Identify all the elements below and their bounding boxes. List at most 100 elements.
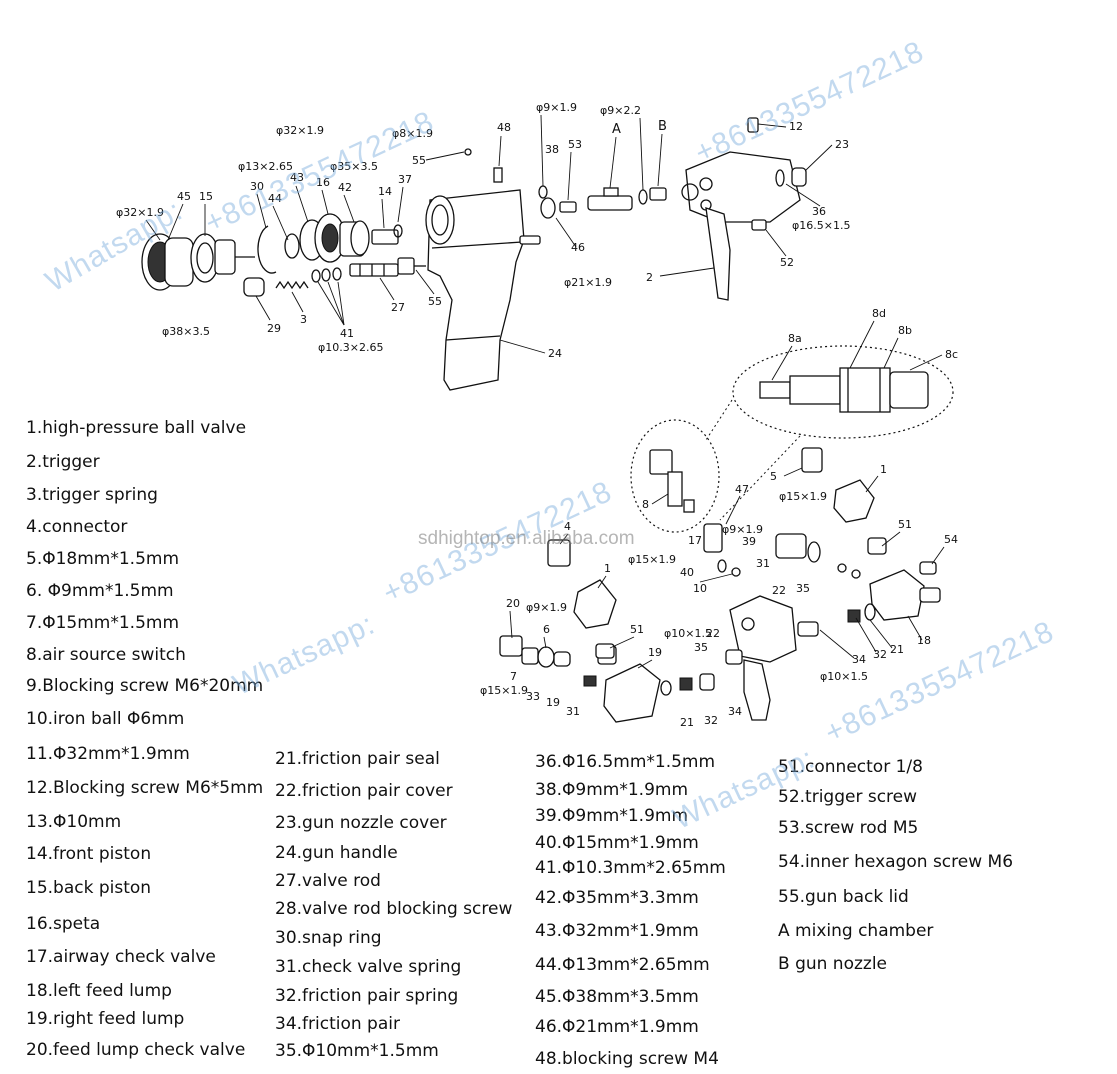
svg-text:20: 20 [506, 597, 520, 610]
svg-text:φ10.3×2.65: φ10.3×2.65 [318, 341, 383, 354]
legend-item: 54.inner hexagon screw M6 [778, 852, 1014, 872]
svg-text:φ9×1.9: φ9×1.9 [526, 601, 567, 614]
bottom-exploded-view [499, 419, 941, 723]
svg-text:29: 29 [267, 322, 281, 335]
svg-text:39: 39 [742, 535, 756, 548]
legend-column-1: 1.high-pressure ball valve 2.trigger 3.t… [26, 418, 276, 1068]
watermark-site: sdhightop.en.alibaba.com [418, 528, 635, 549]
svg-text:φ32×1.9: φ32×1.9 [116, 206, 164, 219]
svg-text:8b: 8b [898, 324, 912, 337]
svg-text:51: 51 [630, 623, 644, 636]
svg-text:14: 14 [378, 185, 392, 198]
svg-text:φ15×1.9: φ15×1.9 [480, 684, 528, 697]
legend-item: 13.Φ10mm [26, 812, 122, 832]
svg-text:53: 53 [568, 138, 582, 151]
legend-item: 51.connector 1/8 [778, 757, 923, 777]
svg-text:7: 7 [510, 670, 517, 683]
bottom-callouts: 5 1 φ15×1.9 51 54 8 47 4 φ9×1.9 17 39 φ1… [480, 463, 958, 729]
svg-text:8a: 8a [788, 332, 802, 345]
svg-text:18: 18 [917, 634, 931, 647]
svg-text:19: 19 [546, 696, 560, 709]
svg-text:B: B [658, 119, 667, 134]
legend-item: 52.trigger screw [778, 787, 918, 807]
svg-text:12: 12 [789, 120, 803, 133]
svg-text:5: 5 [770, 470, 777, 483]
svg-text:33: 33 [526, 690, 540, 703]
svg-text:3: 3 [300, 313, 307, 326]
legend-item: 30.snap ring [275, 928, 382, 948]
legend-item: 11.Φ32mm*1.9mm [26, 744, 190, 764]
svg-text:35: 35 [694, 641, 708, 654]
svg-text:22: 22 [706, 627, 720, 640]
svg-text:2: 2 [646, 271, 653, 284]
svg-text:φ35×3.5: φ35×3.5 [330, 160, 378, 173]
svg-text:37: 37 [398, 173, 412, 186]
legend-item: 6. Φ9mm*1.5mm [26, 581, 174, 601]
top-leader-lines [145, 114, 833, 354]
legend-item: 34.friction pair [275, 1014, 400, 1034]
legend-item: 3.trigger spring [26, 485, 158, 505]
svg-text:φ9×2.2: φ9×2.2 [600, 104, 641, 117]
svg-text:21: 21 [680, 716, 694, 729]
legend-item: 44.Φ13mm*2.65mm [535, 955, 710, 975]
legend-item: 45.Φ38mm*3.5mm [535, 987, 699, 1007]
legend-column-3: 36.Φ16.5mm*1.5mm 38.Φ9mm*1.9mm 39.Φ9mm*1… [535, 752, 770, 1072]
legend-item: 39.Φ9mm*1.9mm [535, 806, 689, 826]
svg-text:45: 45 [177, 190, 191, 203]
svg-text:φ38×3.5: φ38×3.5 [162, 325, 210, 338]
svg-text:16: 16 [316, 176, 330, 189]
legend-item: 2.trigger [26, 452, 100, 472]
svg-text:φ10×1.5: φ10×1.5 [664, 627, 712, 640]
svg-text:52: 52 [780, 256, 794, 269]
svg-text:23: 23 [835, 138, 849, 151]
legend-column-2: 21.friction pair seal 22.friction pair c… [275, 749, 530, 1069]
legend-item: 18.left feed lump [26, 981, 172, 1001]
legend-item: 27.valve rod [275, 871, 381, 891]
svg-text:A: A [612, 122, 621, 137]
legend-column-4: 51.connector 1/8 52.trigger screw 53.scr… [778, 757, 1013, 987]
svg-text:32: 32 [704, 714, 718, 727]
air-switch-detail: 8a 8d 8b 8c [705, 307, 958, 521]
svg-text:10: 10 [693, 582, 707, 595]
legend-item: 21.friction pair seal [275, 749, 440, 769]
svg-text:φ8×1.9: φ8×1.9 [392, 127, 433, 140]
svg-text:φ15×1.9: φ15×1.9 [779, 490, 827, 503]
legend-item: 23.gun nozzle cover [275, 813, 447, 833]
svg-text:55: 55 [428, 295, 442, 308]
legend-item: 14.front piston [26, 844, 152, 864]
svg-text:32: 32 [873, 648, 887, 661]
legend-item: 4.connector [26, 517, 128, 537]
legend-item: 9.Blocking screw M6*20mm [26, 676, 264, 696]
svg-text:47: 47 [735, 483, 749, 496]
legend-item: 43.Φ32mm*1.9mm [535, 921, 699, 941]
svg-text:6: 6 [543, 623, 550, 636]
svg-text:4: 4 [564, 520, 571, 533]
svg-text:φ10×1.5: φ10×1.5 [820, 670, 868, 683]
legend-item: 40.Φ15mm*1.9mm [535, 833, 699, 853]
legend-item: 8.air source switch [26, 645, 186, 665]
svg-text:8: 8 [642, 498, 649, 511]
legend-item: A mixing chamber [778, 921, 934, 941]
legend-item: 22.friction pair cover [275, 781, 453, 801]
svg-text:48: 48 [497, 121, 511, 134]
svg-text:22: 22 [772, 584, 786, 597]
svg-text:41: 41 [340, 327, 354, 340]
svg-text:φ15×1.9: φ15×1.9 [628, 553, 676, 566]
legend-item: 55.gun back lid [778, 887, 909, 907]
svg-text:38: 38 [545, 143, 559, 156]
svg-text:31: 31 [756, 557, 770, 570]
svg-text:21: 21 [890, 643, 904, 656]
legend-item: 7.Φ15mm*1.5mm [26, 613, 180, 633]
legend-item: 42.Φ35mm*3.3mm [535, 888, 699, 908]
svg-text:34: 34 [728, 705, 742, 718]
svg-text:34: 34 [852, 653, 866, 666]
legend-item: 20.feed lump check valve [26, 1040, 246, 1060]
svg-text:40: 40 [680, 566, 694, 579]
legend-item: B gun nozzle [778, 954, 888, 974]
svg-text:φ9×1.9: φ9×1.9 [722, 523, 763, 536]
legend-item: 46.Φ21mm*1.9mm [535, 1017, 699, 1037]
svg-text:φ13×2.65: φ13×2.65 [238, 160, 293, 173]
svg-text:17: 17 [688, 534, 702, 547]
top-callouts: φ32×1.9 45 15 30 φ13×2.65 44 φ32×1.9 43 … [116, 101, 850, 360]
legend-item: 16.speta [26, 914, 101, 934]
